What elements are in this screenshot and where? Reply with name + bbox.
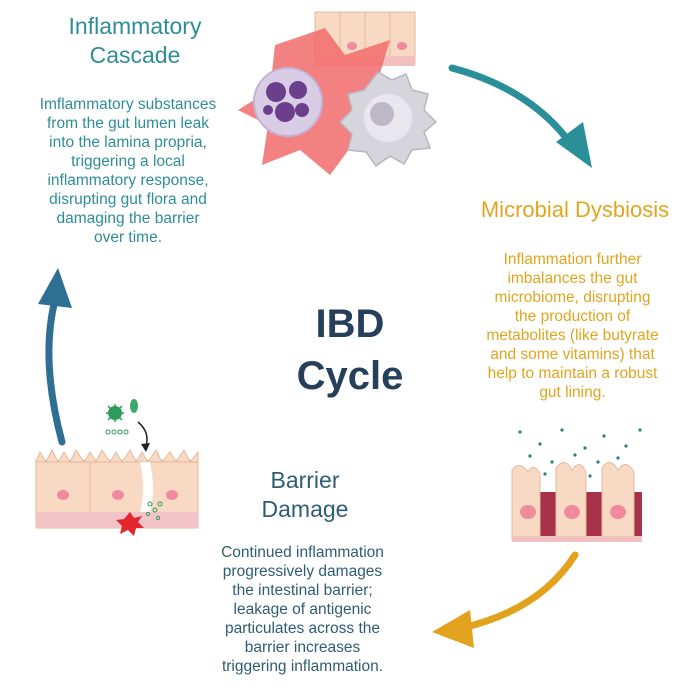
text-line: microbiome, disrupting bbox=[494, 289, 651, 306]
inflammatory-cascade-description: Imflammatory substances from the gut lum… bbox=[8, 95, 248, 247]
center-title-line2: Cycle bbox=[296, 354, 404, 398]
neutrophil-cell bbox=[253, 67, 323, 137]
damage-burst bbox=[116, 512, 144, 536]
microbial-dysbiosis-description: Inflammation further imbalances the gut … bbox=[455, 250, 690, 402]
text-line: help to maintain a robust bbox=[487, 365, 658, 382]
text-line: over time. bbox=[93, 229, 163, 246]
text-line: gut lining. bbox=[539, 384, 606, 401]
text-line: progressively damages bbox=[222, 563, 383, 580]
macrophage-cell bbox=[338, 71, 438, 168]
microbial-dysbiosis-title: Microbial Dysbiosis bbox=[480, 197, 670, 222]
text-line: into the lamina propria, bbox=[49, 134, 207, 151]
text-line: Inflammation further bbox=[503, 251, 642, 268]
ibd-cycle-center-title: IBD Cycle bbox=[255, 298, 445, 402]
leaked-particles bbox=[145, 501, 163, 521]
text-line: metabolites (like butyrate bbox=[486, 327, 659, 344]
text-line: triggering inflammation. bbox=[221, 658, 384, 675]
inflammatory-cascade-title-line1: Inflammatory bbox=[68, 13, 202, 39]
microbes-above bbox=[105, 399, 138, 435]
text-line: from the gut lumen leak bbox=[47, 115, 209, 132]
text-line: Continued inflammation bbox=[221, 544, 384, 561]
text-line: and some vitamins) that bbox=[490, 346, 655, 363]
barrier-gap bbox=[140, 462, 153, 512]
text-line: barrier increases bbox=[244, 639, 361, 656]
inflammatory-cascade-title-line2: Cascade bbox=[89, 42, 181, 68]
inflammatory-cascade-title: Inflammatory Cascade bbox=[40, 12, 230, 70]
leak-arrow bbox=[137, 421, 150, 452]
text-line: the production of bbox=[514, 308, 631, 325]
text-line: triggering a local bbox=[71, 153, 185, 170]
text-line: disrupting gut flora and bbox=[49, 191, 207, 208]
center-title-line1: IBD bbox=[315, 302, 385, 346]
villi-cells bbox=[511, 462, 642, 542]
text-line: inflammatory response, bbox=[47, 172, 209, 189]
epithelial-cells-bottom bbox=[35, 448, 199, 529]
barrier-damage-title: Barrier Damage bbox=[230, 466, 380, 524]
barrier-damage-title-line1: Barrier bbox=[270, 467, 340, 493]
text-line: imbalances the gut bbox=[507, 270, 638, 287]
text-line: the intestinal barrier; bbox=[232, 582, 373, 599]
text-line: damaging the barrier bbox=[56, 210, 200, 227]
barrier-damage-description: Continued inflammation progressively dam… bbox=[185, 543, 420, 676]
text-line: particulates across the bbox=[224, 620, 381, 637]
text-line: leakage of antigenic bbox=[233, 601, 372, 618]
text-line: Imflammatory substances bbox=[39, 96, 217, 113]
barrier-damage-title-line2: Damage bbox=[261, 496, 349, 522]
